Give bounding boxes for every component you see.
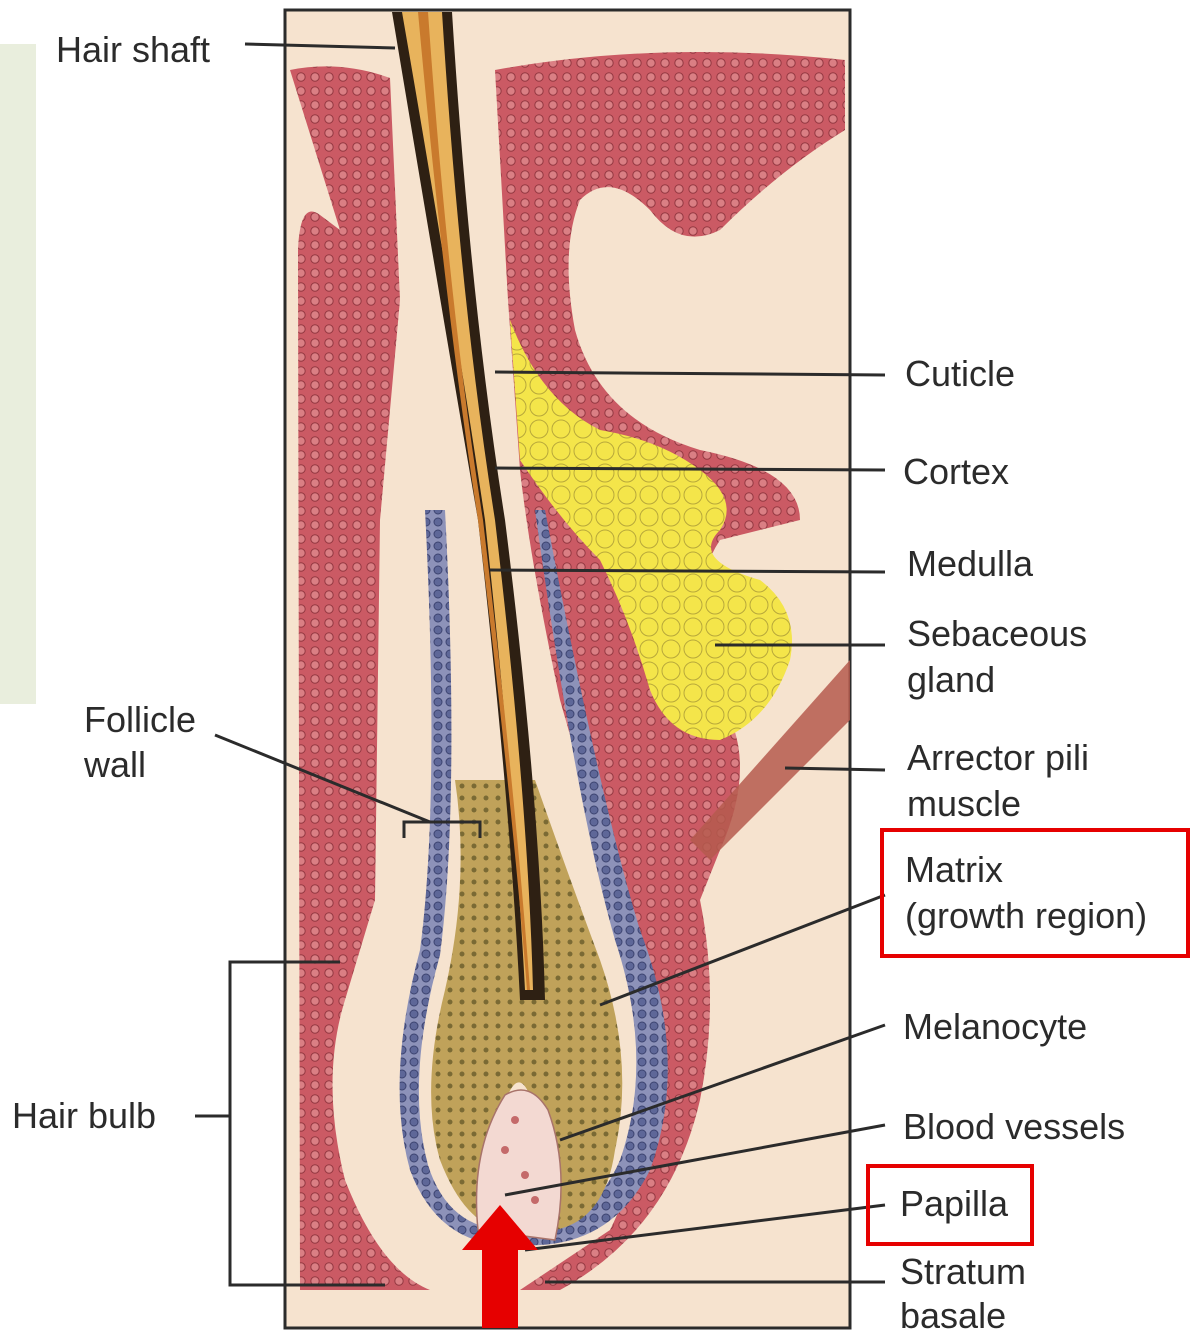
label-stratum-1: Stratum (900, 1250, 1026, 1294)
label-melanocyte: Melanocyte (903, 1005, 1087, 1049)
label-sebaceous-1: Sebaceous (907, 612, 1087, 656)
label-cortex: Cortex (903, 450, 1009, 494)
label-papilla: Papilla (900, 1182, 1008, 1226)
label-matrix-2: (growth region) (905, 894, 1147, 938)
leader-arrector (785, 768, 885, 770)
label-cuticle: Cuticle (905, 352, 1015, 396)
label-stratum-2: basale (900, 1294, 1006, 1338)
label-arrector-2: muscle (907, 782, 1021, 826)
label-arrector-1: Arrector pili (907, 736, 1089, 780)
leader-cortex (495, 468, 885, 470)
label-hair-bulb: Hair bulb (12, 1094, 156, 1138)
label-matrix-1: Matrix (905, 848, 1003, 892)
label-sebaceous-2: gland (907, 658, 995, 702)
label-follicle-1: Follicle (84, 698, 196, 742)
label-blood-vessels: Blood vessels (903, 1105, 1125, 1149)
label-follicle-2: wall (84, 743, 146, 787)
label-hair-shaft: Hair shaft (56, 28, 210, 72)
label-medulla: Medulla (907, 542, 1033, 586)
leader-medulla (490, 570, 885, 572)
